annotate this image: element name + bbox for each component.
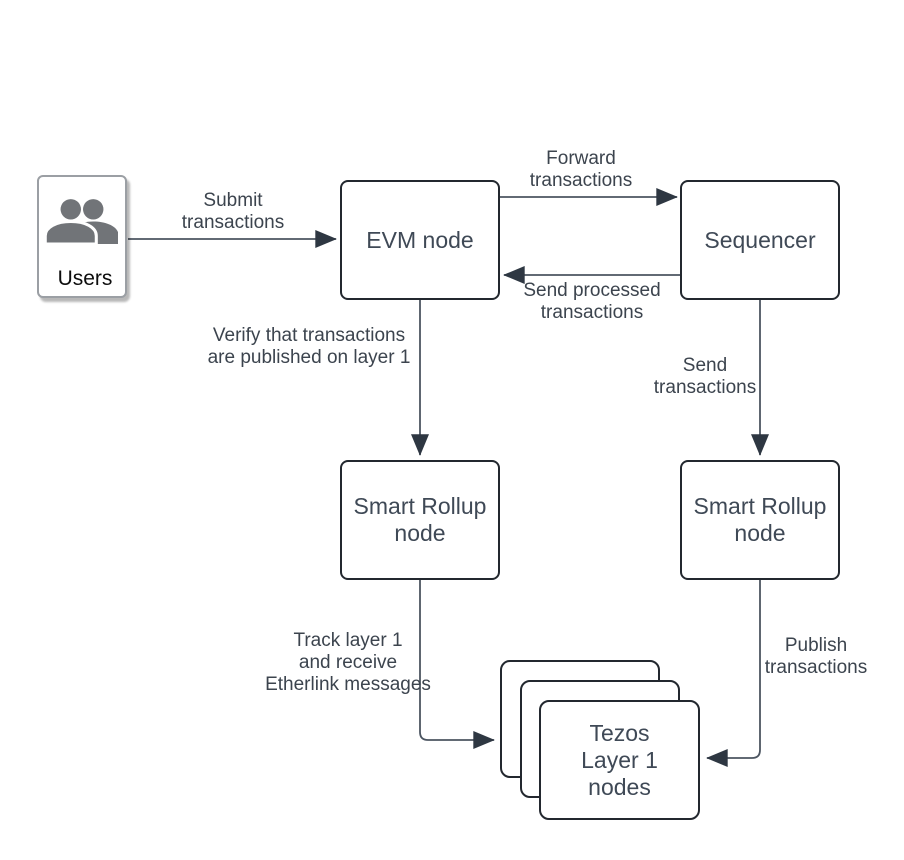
users-icon — [46, 199, 118, 245]
edge-label-track-layer1: Track layer 1 and receive Etherlink mess… — [265, 630, 431, 695]
node-tezos-layer1: Tezos Layer 1 nodes — [539, 700, 700, 820]
edge-track-layer1 — [419, 580, 495, 749]
node-evm: EVM node — [340, 180, 500, 300]
edge-publish-transactions — [706, 580, 761, 767]
node-smart-rollup-right: Smart Rollup node — [680, 460, 840, 580]
node-sequencer: Sequencer — [680, 180, 840, 300]
node-users: Users — [37, 175, 127, 298]
edge-label-submit-transactions: Submit transactions — [181, 190, 285, 233]
edge-label-verify-transactions: Verify that transactions are published o… — [207, 325, 411, 368]
edge-label-forward-transactions: Forward transactions — [529, 148, 633, 191]
edge-label-send-processed-transactions: Send processed transactions — [523, 280, 661, 323]
node-smart-rollup-left: Smart Rollup node — [340, 460, 500, 580]
edge-label-publish-transactions: Publish transactions — [764, 635, 868, 678]
users-label: Users — [57, 267, 113, 290]
edge-label-send-transactions: Send transactions — [653, 355, 757, 398]
